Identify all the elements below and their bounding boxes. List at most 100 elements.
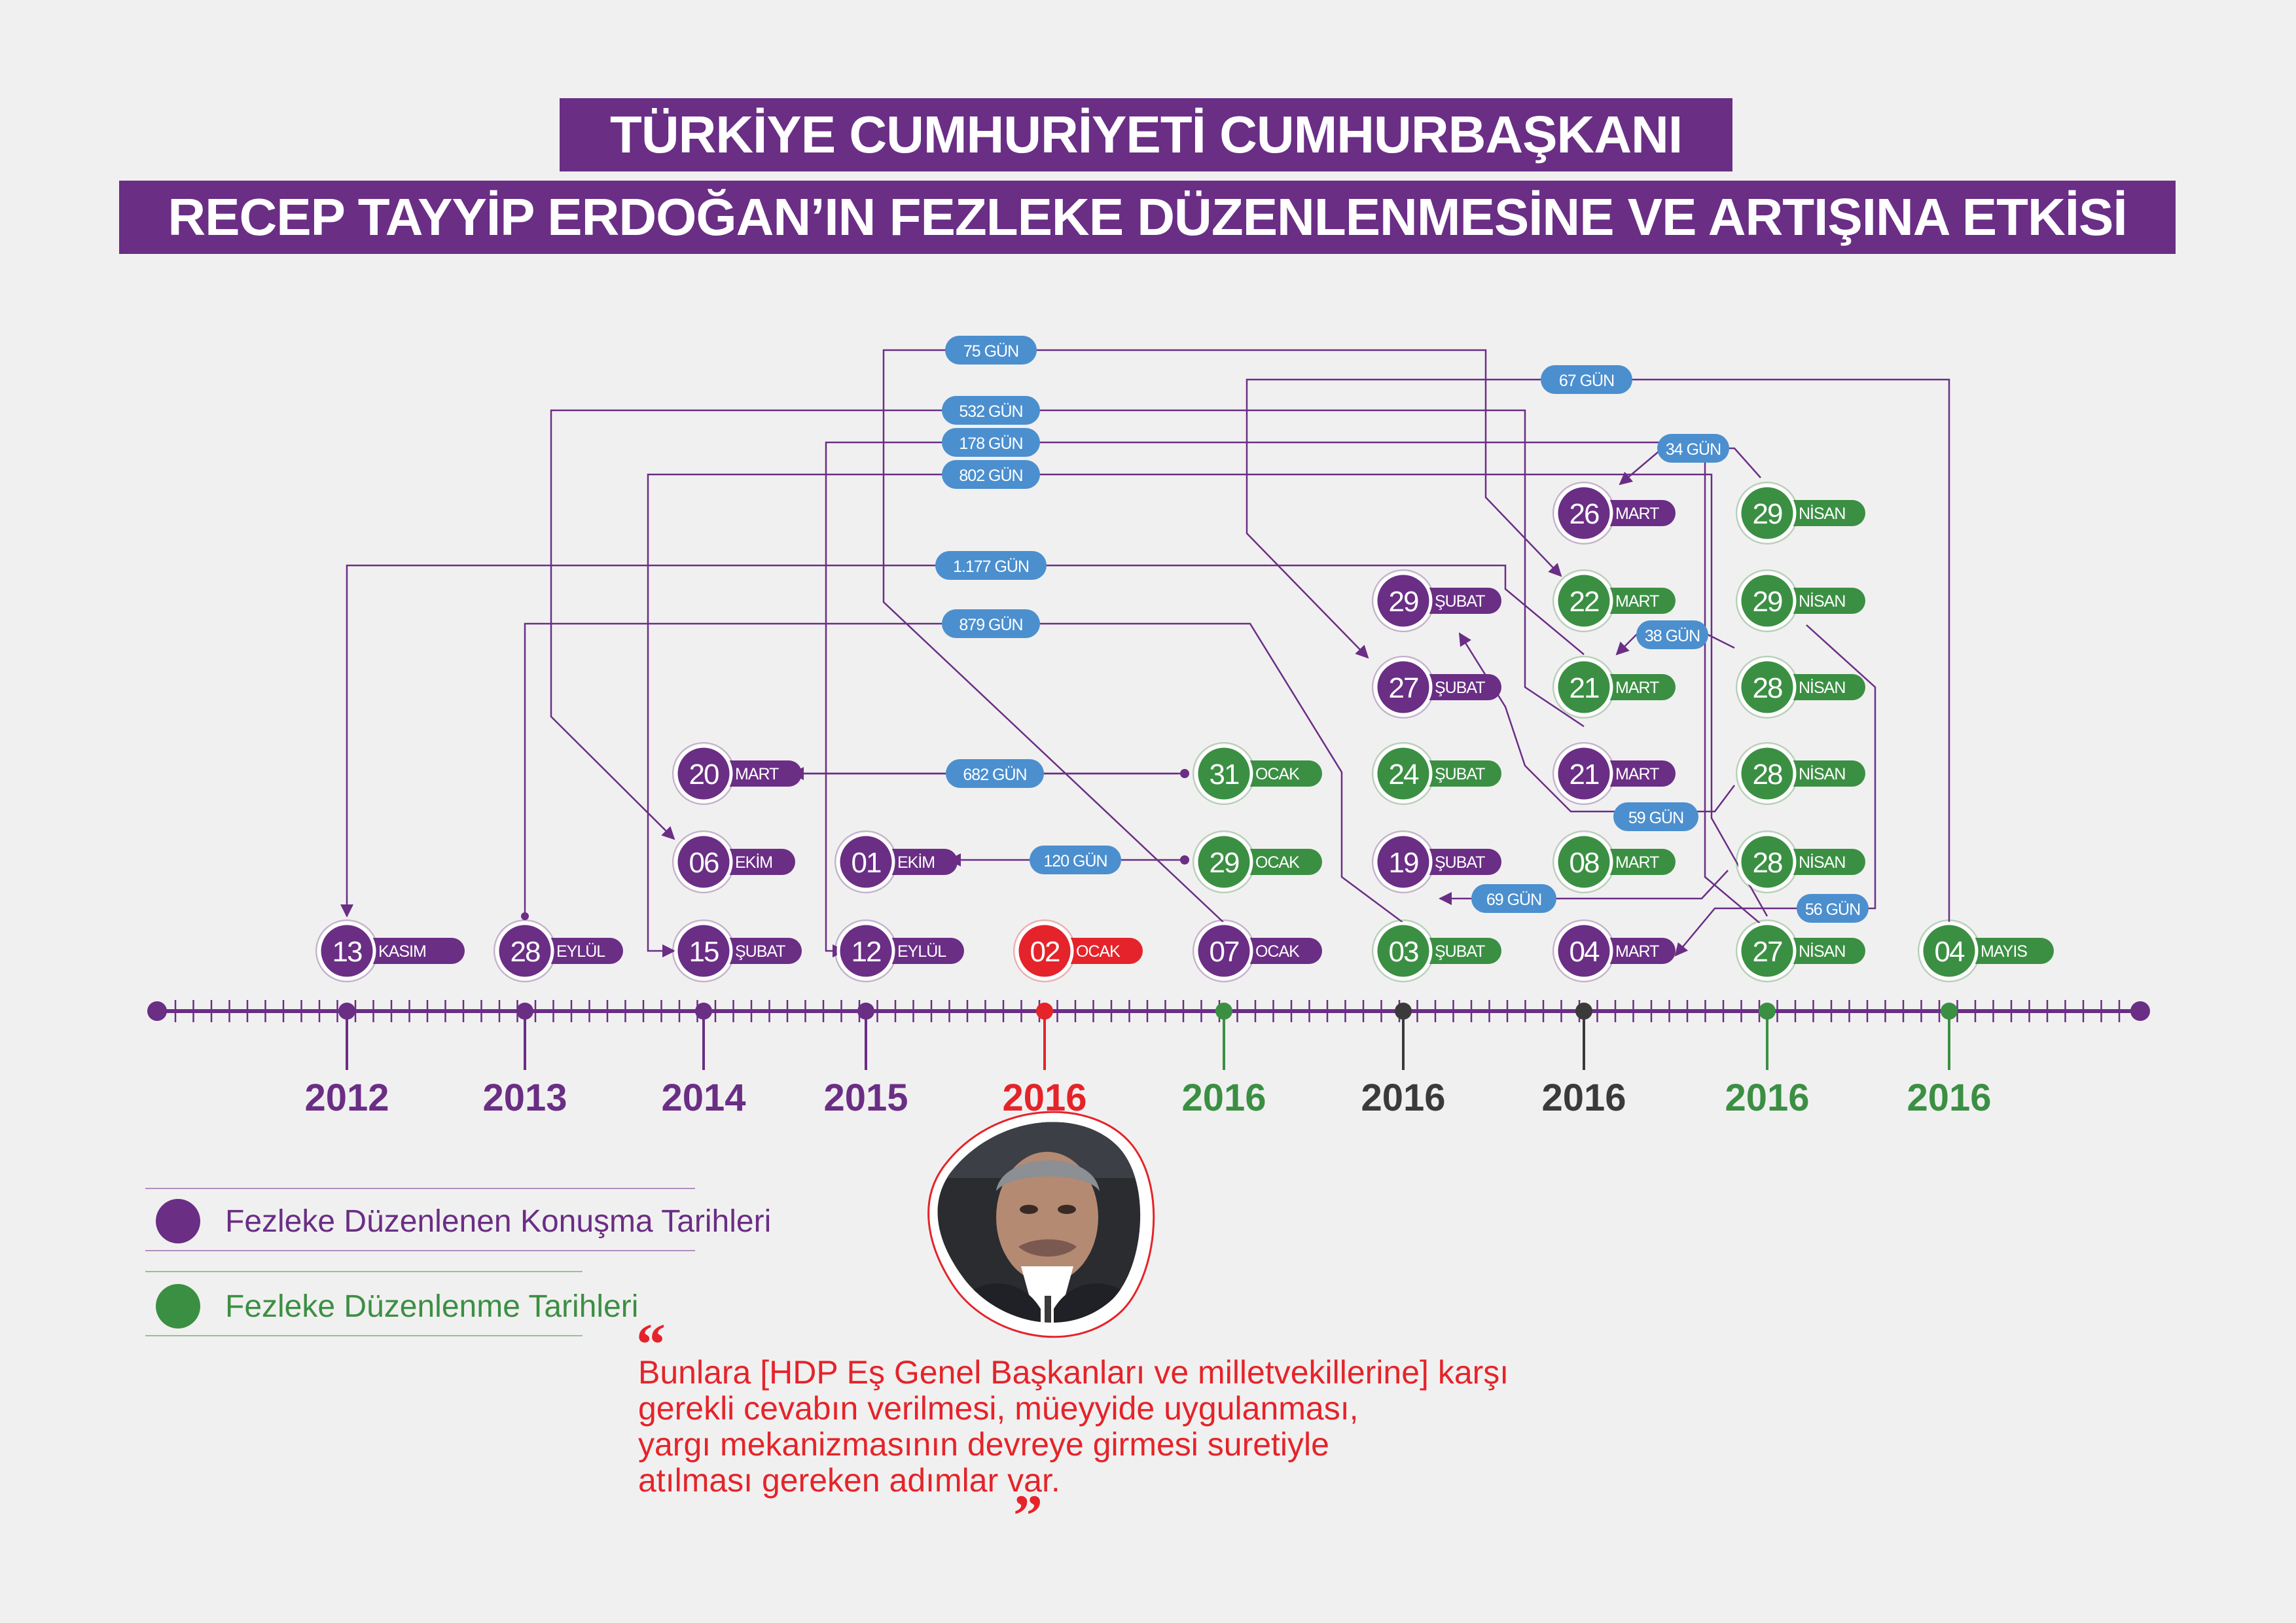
duration-label: 802 GÜN bbox=[959, 467, 1022, 485]
date-day: 28 bbox=[1753, 758, 1782, 791]
quote-line: yargı mekanizmasının devreye girmesi sur… bbox=[638, 1426, 1329, 1463]
date-month: OCAK bbox=[1076, 942, 1121, 961]
date-circle-ring bbox=[1736, 569, 1799, 632]
date-circle bbox=[1738, 571, 1797, 630]
year-dot bbox=[338, 1003, 355, 1020]
year-label: 2016 bbox=[1541, 1077, 1626, 1119]
date-circle bbox=[1015, 921, 1074, 980]
duration-pill-bg bbox=[1657, 434, 1729, 463]
date-day: 04 bbox=[1570, 936, 1600, 968]
duration-pill: 802 GÜN bbox=[942, 460, 1040, 489]
date-month: OCAK bbox=[1255, 942, 1300, 961]
date-day: 20 bbox=[689, 758, 719, 791]
date-circle bbox=[674, 832, 733, 891]
duration-pill-bg bbox=[942, 428, 1040, 457]
connector-line bbox=[1246, 378, 1950, 923]
duration-pill: 75 GÜN bbox=[945, 336, 1037, 365]
date-circle-ring bbox=[1372, 656, 1435, 719]
date-circle-ring bbox=[1372, 742, 1435, 805]
connector-end-dot bbox=[1180, 769, 1189, 778]
duration-pill: 178 GÜN bbox=[942, 428, 1040, 457]
date-day: 12 bbox=[852, 936, 881, 968]
duration-label: 69 GÜN bbox=[1486, 891, 1541, 909]
date-circle-ring bbox=[1736, 656, 1799, 719]
year-label: 2016 bbox=[1725, 1077, 1809, 1119]
date-month: KASIM bbox=[378, 942, 426, 961]
date-month: ŞUBAT bbox=[735, 942, 785, 961]
date-circle bbox=[1738, 658, 1797, 717]
duration-pill: 59 GÜN bbox=[1613, 802, 1698, 831]
date-month: ŞUBAT bbox=[1435, 765, 1485, 783]
duration-pill-bg bbox=[942, 396, 1040, 425]
date-month: NİSAN bbox=[1799, 942, 1845, 961]
date-circle bbox=[1194, 832, 1253, 891]
duration-label: 59 GÜN bbox=[1628, 809, 1683, 827]
connector-end-dot bbox=[521, 912, 529, 920]
date-month: MART bbox=[1615, 765, 1659, 783]
date-circle-ring bbox=[1736, 830, 1799, 893]
date-circle bbox=[495, 921, 554, 980]
year-dot bbox=[1215, 1003, 1232, 1020]
date-circle-ring bbox=[672, 919, 735, 982]
year-dot bbox=[1759, 1003, 1776, 1020]
date-circle-ring bbox=[1193, 742, 1255, 805]
duration-pill: 34 GÜN bbox=[1657, 434, 1729, 463]
date-day: 28 bbox=[1753, 847, 1782, 879]
year-label: 2015 bbox=[823, 1077, 908, 1119]
date-circle-ring bbox=[1552, 742, 1615, 805]
legend-label-fezleke: Fezleke Düzenlenme Tarihleri bbox=[225, 1289, 639, 1324]
duration-label: 67 GÜN bbox=[1559, 372, 1614, 390]
duration-pills: 75 GÜN 67 GÜN 532 GÜN 178 GÜN 802 GÜN 34 GÜN 1… bbox=[935, 336, 1869, 923]
legend-rule-mid bbox=[145, 1250, 695, 1251]
date-month: NİSAN bbox=[1799, 678, 1845, 697]
date-month: ŞUBAT bbox=[1435, 942, 1485, 961]
date-day: 19 bbox=[1389, 847, 1418, 879]
date-circle bbox=[1920, 921, 1979, 980]
date-day: 01 bbox=[852, 847, 881, 879]
date-day: 21 bbox=[1570, 758, 1599, 791]
date-day: 31 bbox=[1210, 758, 1239, 791]
date-node: 24 ŞUBAT bbox=[1372, 742, 1501, 805]
date-month: EYLÜL bbox=[556, 942, 605, 961]
date-circle bbox=[836, 921, 895, 980]
date-day: 04 bbox=[1935, 936, 1965, 968]
date-circle-ring bbox=[1013, 919, 1076, 982]
year-dot bbox=[1395, 1003, 1412, 1020]
date-month: EKİM bbox=[897, 853, 935, 872]
duration-pill: 1.177 GÜN bbox=[935, 551, 1047, 580]
legend-purple-dot bbox=[156, 1199, 200, 1243]
date-circle bbox=[1374, 658, 1433, 717]
duration-label: 75 GÜN bbox=[963, 342, 1018, 361]
date-day: 27 bbox=[1389, 672, 1418, 704]
date-circle-ring bbox=[1736, 482, 1799, 544]
year-dot bbox=[1575, 1003, 1592, 1020]
duration-pill: 532 GÜN bbox=[942, 396, 1040, 425]
date-day: 06 bbox=[689, 847, 719, 879]
date-circle-ring bbox=[1372, 569, 1435, 632]
date-circle bbox=[1554, 658, 1613, 717]
legend-rule-top bbox=[145, 1188, 695, 1189]
date-circle bbox=[1374, 744, 1433, 803]
year-label: 2012 bbox=[304, 1077, 389, 1119]
date-circle-ring bbox=[315, 919, 378, 982]
connector-line bbox=[340, 564, 1585, 918]
date-circle bbox=[1738, 832, 1797, 891]
date-day: 13 bbox=[332, 936, 362, 968]
duration-pill-bg bbox=[942, 609, 1040, 638]
date-circle-ring bbox=[1372, 830, 1435, 893]
date-day: 24 bbox=[1389, 758, 1419, 791]
date-circle-ring bbox=[1552, 919, 1615, 982]
